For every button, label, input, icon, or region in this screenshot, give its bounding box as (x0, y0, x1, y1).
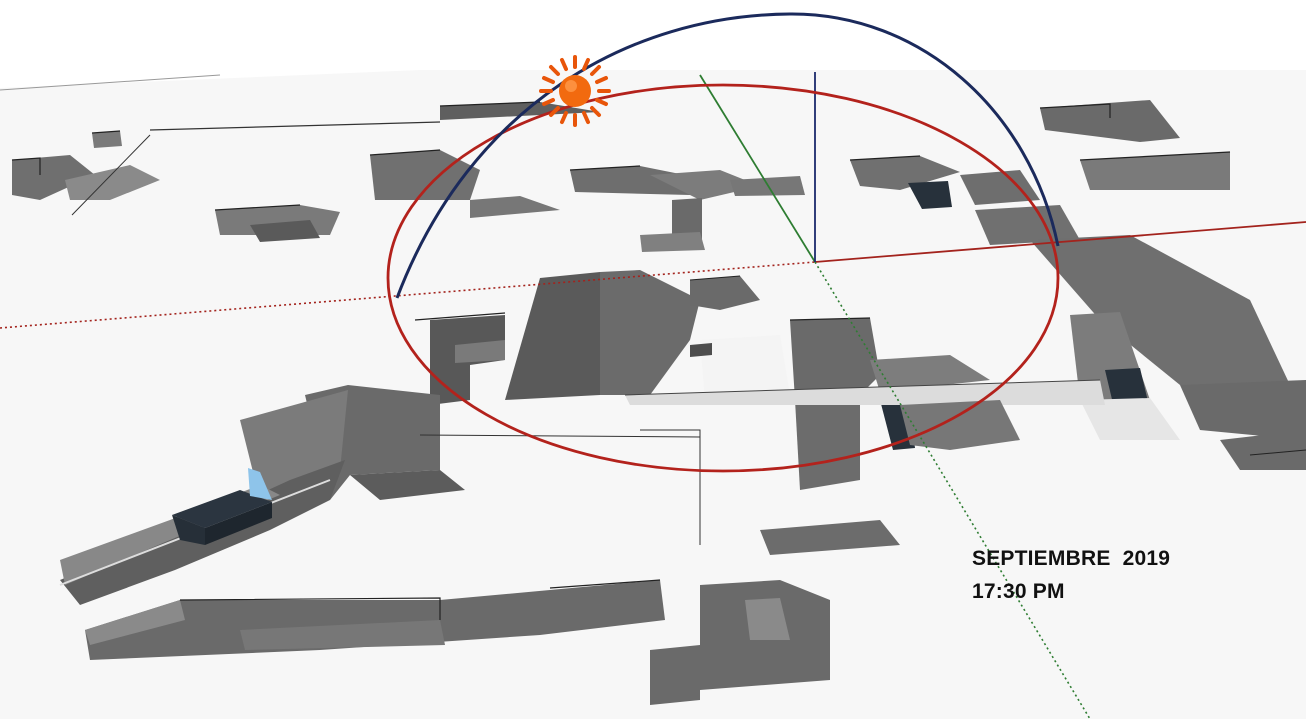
sun-icon (539, 55, 611, 127)
axes (0, 72, 1306, 719)
time-label: 17:30 PM (972, 580, 1065, 603)
date-time-label: SEPTIEMBRE 2019 17:30 PM (972, 542, 1170, 608)
sun-path-arc (395, 12, 1060, 299)
middle-buildings (414, 235, 1306, 490)
horizon-circle (386, 83, 1060, 473)
date-label: SEPTIEMBRE 2019 (972, 547, 1171, 570)
near-buildings (59, 385, 900, 705)
